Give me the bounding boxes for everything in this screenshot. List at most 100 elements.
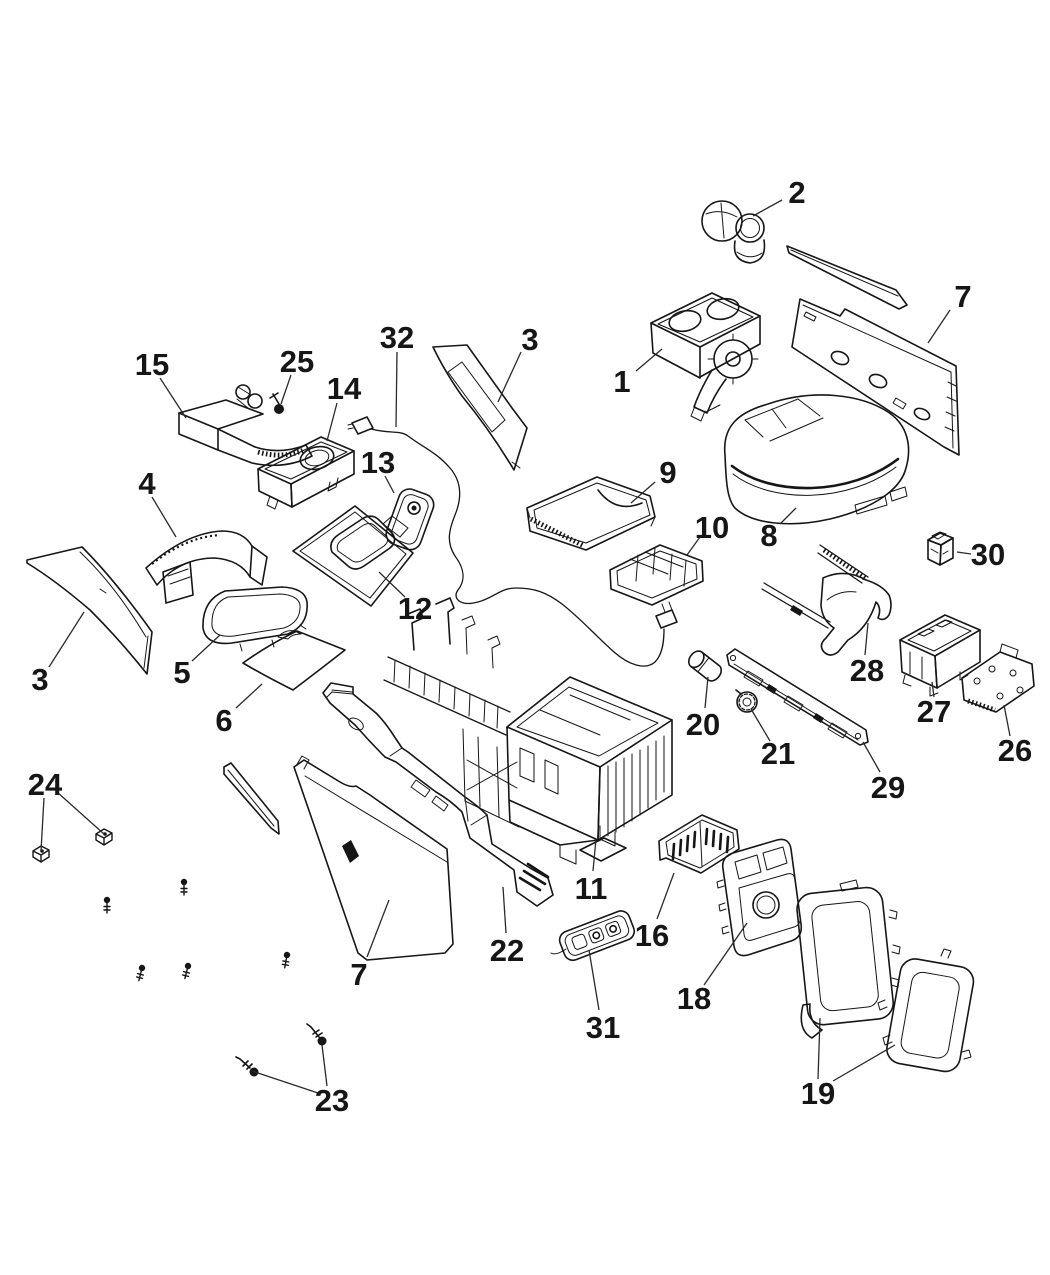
part-armrest-lid	[723, 394, 910, 525]
callout-label-9: 9	[659, 455, 676, 490]
callout-leader-8	[779, 507, 797, 525]
part-organizer-tray	[526, 476, 656, 551]
callout-leader-5	[191, 634, 221, 662]
callout-label-10: 10	[695, 510, 729, 545]
part-sill-strip-left	[223, 762, 280, 835]
callout-leader-24	[56, 791, 105, 835]
part-mounting-screws	[235, 1023, 327, 1077]
part-rear-strip	[786, 245, 908, 310]
part-side-rail	[726, 648, 869, 746]
callout-leader-16	[656, 872, 675, 920]
part-side-trim-left	[26, 546, 153, 675]
callout-label-6: 6	[215, 703, 232, 738]
part-support-bracket	[761, 544, 892, 656]
callout-label-25: 25	[280, 344, 314, 379]
callout-label-18: 18	[677, 981, 711, 1016]
part-rubber-mat	[242, 630, 346, 691]
callout-label-24: 24	[28, 767, 63, 802]
part-front-trim-cap	[178, 399, 313, 467]
callout-leader-19	[817, 1017, 821, 1080]
callout-leader-24	[40, 797, 45, 852]
callout-leader-3	[497, 351, 522, 403]
callout-leader-12	[378, 571, 406, 598]
callout-leader-32	[395, 351, 398, 428]
callout-label-1: 1	[613, 364, 630, 399]
part-retainer-clips	[32, 828, 113, 863]
callout-label-16: 16	[635, 918, 669, 953]
callout-leader-31	[588, 949, 600, 1011]
callout-label-20: 20	[686, 707, 720, 742]
callout-label-28: 28	[850, 653, 884, 688]
callout-leader-15	[159, 377, 187, 419]
part-outlet-clip	[735, 689, 758, 713]
callout-label-32: 32	[380, 320, 414, 355]
callout-leader-14	[326, 402, 338, 442]
part-rear-trim-frame-large	[796, 879, 901, 1039]
part-side-panel-left	[293, 755, 454, 961]
callout-leader-23	[321, 1044, 328, 1087]
callout-label-4: 4	[138, 466, 156, 501]
callout-leader-9	[630, 481, 656, 504]
part-bracket-plate	[961, 643, 1035, 713]
part-cup-holder-assembly	[650, 292, 761, 422]
part-rear-bezel	[716, 838, 803, 957]
callout-leader-10	[686, 536, 701, 556]
part-bracket-box	[899, 614, 981, 697]
callout-leader-30	[956, 551, 972, 555]
part-rear-air-vent	[658, 814, 740, 874]
part-electrical-module	[927, 531, 954, 566]
callout-leader-3	[48, 611, 85, 668]
callout-leader-2	[752, 199, 783, 217]
callout-label-3: 3	[31, 662, 48, 697]
callout-leader-25	[280, 374, 292, 405]
callout-leader-20	[704, 676, 709, 709]
callout-label-22: 22	[490, 933, 524, 968]
callout-label-23: 23	[315, 1083, 349, 1118]
part-push-pin-screw	[269, 392, 284, 414]
callout-label-14: 14	[327, 371, 362, 406]
part-ashtray-cup	[701, 200, 766, 264]
callout-leader-6	[235, 683, 263, 709]
callout-leader-4	[151, 496, 177, 538]
part-side-trim-right	[432, 344, 528, 471]
part-wiring-harness	[347, 416, 678, 667]
callout-leader-7	[366, 899, 390, 958]
part-switch-pod	[385, 488, 435, 551]
callout-label-12: 12	[398, 591, 432, 626]
callout-leader-22	[502, 886, 507, 934]
part-switch-panel	[550, 910, 636, 962]
callout-label-21: 21	[761, 736, 795, 771]
callout-leader-1	[635, 348, 663, 372]
callout-label-11: 11	[575, 871, 608, 906]
callout-label-13: 13	[361, 445, 395, 480]
callout-leader-7	[927, 309, 951, 344]
callout-leader-13	[384, 475, 395, 494]
callout-label-19: 19	[801, 1076, 835, 1111]
callouts-layer: 1233456778910111213141516181920212223242…	[28, 175, 1032, 1118]
callout-label-27: 27	[917, 694, 951, 729]
callout-leader-27	[931, 681, 935, 698]
part-barrel-nut	[235, 384, 263, 409]
callout-label-7: 7	[954, 279, 971, 314]
part-front-bezel	[257, 436, 355, 510]
callout-leader-21	[750, 708, 771, 742]
part-storage-bin	[609, 544, 704, 606]
callout-label-2: 2	[788, 175, 805, 210]
callout-leader-28	[864, 622, 869, 656]
callout-label-29: 29	[871, 770, 905, 805]
part-power-outlet	[687, 650, 723, 682]
part-trim-frame	[202, 586, 308, 652]
callout-label-7: 7	[350, 957, 367, 992]
callout-leader-11	[592, 838, 597, 872]
callout-leader-23	[251, 1070, 319, 1094]
part-front-trim-ring	[145, 530, 268, 604]
callout-leader-18	[703, 922, 748, 986]
callout-leader-29	[862, 741, 881, 773]
part-console-main-frame	[383, 597, 673, 865]
callout-label-31: 31	[586, 1010, 620, 1045]
misc-screws	[103, 877, 292, 983]
callout-leader-19	[832, 1044, 896, 1082]
callout-label-26: 26	[998, 733, 1032, 768]
